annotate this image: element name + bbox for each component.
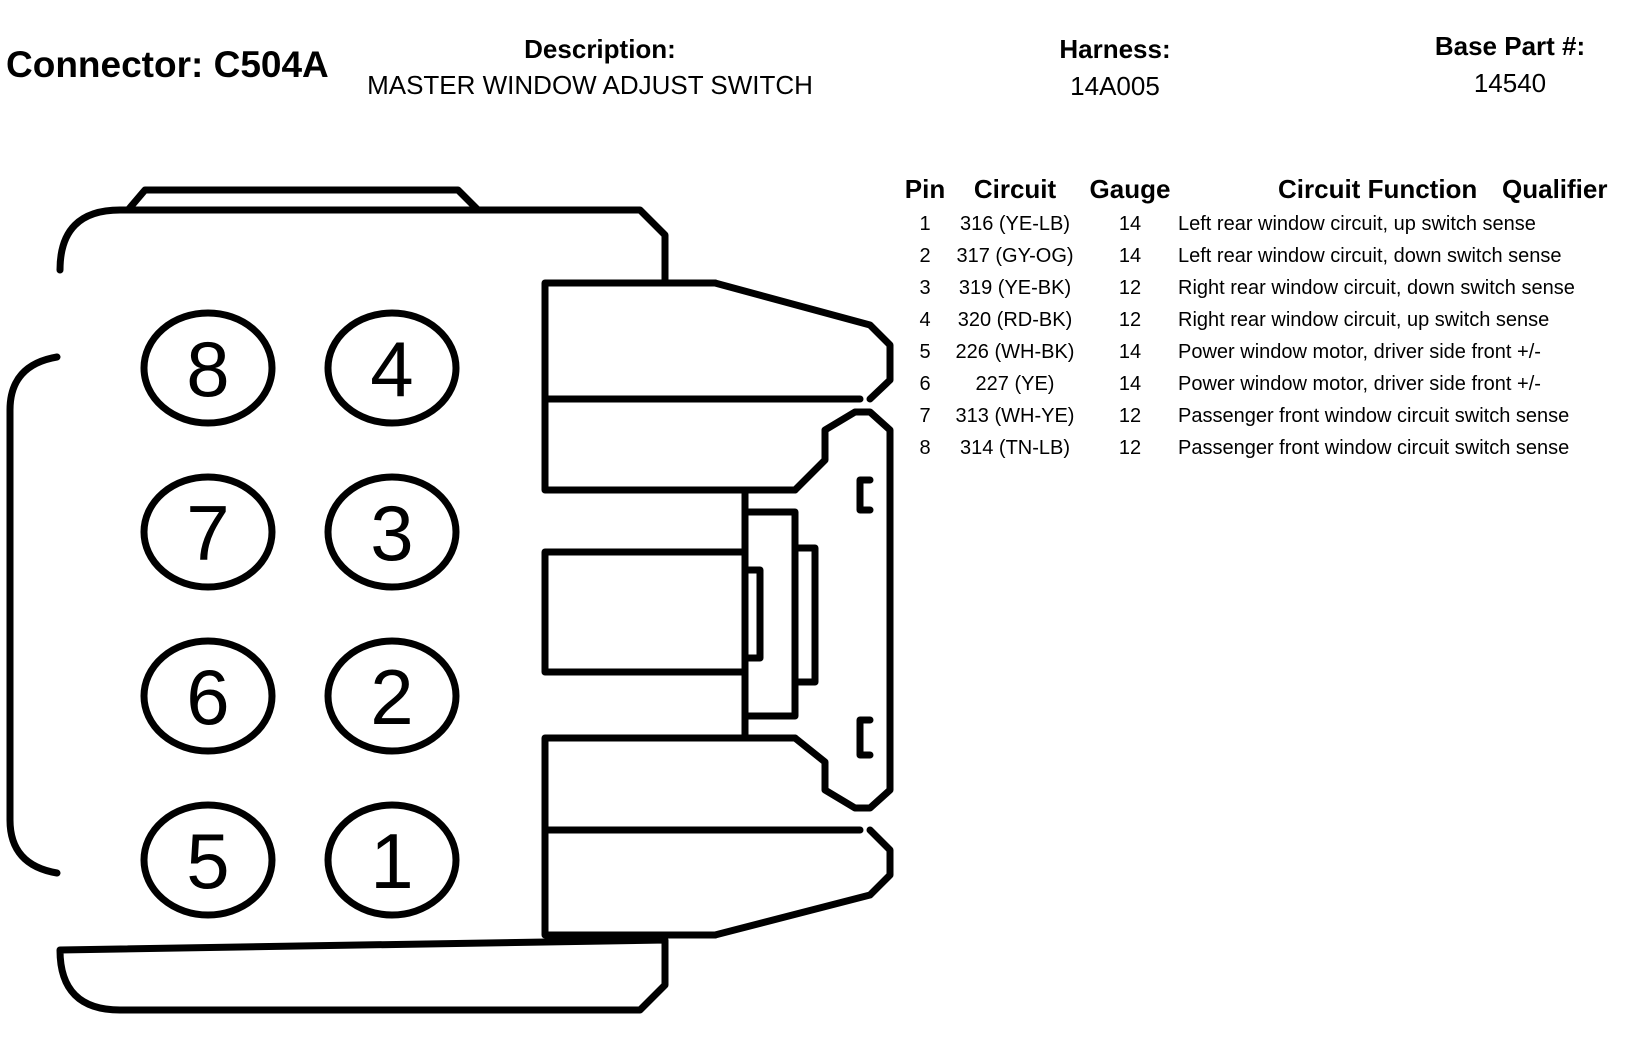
- pin-label-5: 5: [186, 817, 229, 905]
- harness-label: Harness:: [1059, 34, 1171, 64]
- cell-circuit: 317 (GY-OG): [956, 245, 1074, 267]
- cell-gauge: 12: [1118, 277, 1142, 299]
- cell-function: Passenger front window circuit switch se…: [1178, 405, 1570, 427]
- pin-circle-6: [140, 637, 276, 755]
- description-label: Description:: [524, 34, 676, 64]
- cell-circuit: 226 (WH-BK): [955, 341, 1075, 363]
- cell-function: Passenger front window circuit switch se…: [1178, 437, 1570, 459]
- col-header-qualifier: Qualifier: [1502, 174, 1608, 204]
- cell-pin: 3: [919, 277, 931, 299]
- pin-circle-7: [140, 473, 276, 591]
- cell-function: Left rear window circuit, down switch se…: [1178, 245, 1562, 267]
- pin-circle-5: [140, 801, 276, 919]
- description-value: MASTER WINDOW ADJUST SWITCH: [367, 70, 813, 100]
- cell-function: Right rear window circuit, down switch s…: [1178, 277, 1575, 299]
- cell-gauge: 14: [1118, 245, 1142, 267]
- cell-circuit: 227 (YE): [975, 373, 1055, 395]
- cell-circuit: 319 (YE-BK): [958, 277, 1072, 299]
- cell-gauge: 12: [1118, 309, 1142, 331]
- cell-gauge: 12: [1118, 437, 1142, 459]
- left-latch: [6, 353, 61, 877]
- pin-label-8: 8: [186, 325, 229, 413]
- connector-housing: [56, 206, 669, 1014]
- harness-value: 14A005: [1070, 71, 1160, 101]
- middle-slot: [541, 548, 749, 676]
- pin-label-2: 2: [370, 653, 413, 741]
- housing-top-tab: [124, 186, 482, 214]
- cell-pin: 7: [919, 405, 931, 427]
- cell-circuit: 320 (RD-BK): [957, 309, 1073, 331]
- connector-face-diagram: 8 4 7 3 6 2 5 1: [6, 186, 894, 1014]
- pin-label-1: 1: [370, 817, 413, 905]
- cell-pin: 2: [919, 245, 931, 267]
- cell-circuit: 313 (WH-YE): [955, 405, 1075, 427]
- col-header-pin: Pin: [904, 174, 946, 204]
- pin-circle-8: [140, 309, 276, 427]
- col-header-circuit: Circuit: [973, 174, 1057, 204]
- pin-label-7: 7: [186, 489, 229, 577]
- cell-circuit: 316 (YE-LB): [959, 213, 1071, 235]
- pin-label-4: 4: [370, 325, 413, 413]
- cell-pin: 8: [919, 437, 931, 459]
- cell-pin: 6: [919, 373, 931, 395]
- cell-function: Power window motor, driver side front +/…: [1178, 341, 1541, 363]
- right-lock-tab: [741, 408, 894, 812]
- pin-label-3: 3: [370, 489, 413, 577]
- col-header-gauge: Gauge: [1089, 174, 1171, 204]
- cell-gauge: 14: [1118, 341, 1142, 363]
- cell-gauge: 14: [1118, 213, 1142, 235]
- pin-circle-3: [324, 473, 460, 591]
- lower-right-slot: [541, 734, 799, 939]
- pin-circle-4: [324, 309, 460, 427]
- pin-circles: [140, 309, 460, 919]
- col-header-function: Circuit Function: [1278, 174, 1478, 204]
- cell-function: Power window motor, driver side front +/…: [1178, 373, 1541, 395]
- connector-title: Connector: C504A: [6, 44, 329, 85]
- base-part-value: 14540: [1473, 68, 1547, 98]
- upper-right-slot: [541, 279, 799, 494]
- pin-circle-2: [324, 637, 460, 755]
- cell-circuit: 314 (TN-LB): [959, 437, 1071, 459]
- cell-function: Left rear window circuit, up switch sens…: [1178, 213, 1536, 235]
- cell-gauge: 12: [1118, 405, 1142, 427]
- pin-label-6: 6: [186, 653, 229, 741]
- cell-pin: 5: [919, 341, 931, 363]
- pin-circle-1: [324, 801, 460, 919]
- cell-pin: 1: [919, 213, 931, 235]
- cell-function: Right rear window circuit, up switch sen…: [1178, 309, 1550, 331]
- cell-gauge: 14: [1118, 373, 1142, 395]
- base-part-label: Base Part #:: [1434, 31, 1586, 61]
- cell-pin: 4: [919, 309, 931, 331]
